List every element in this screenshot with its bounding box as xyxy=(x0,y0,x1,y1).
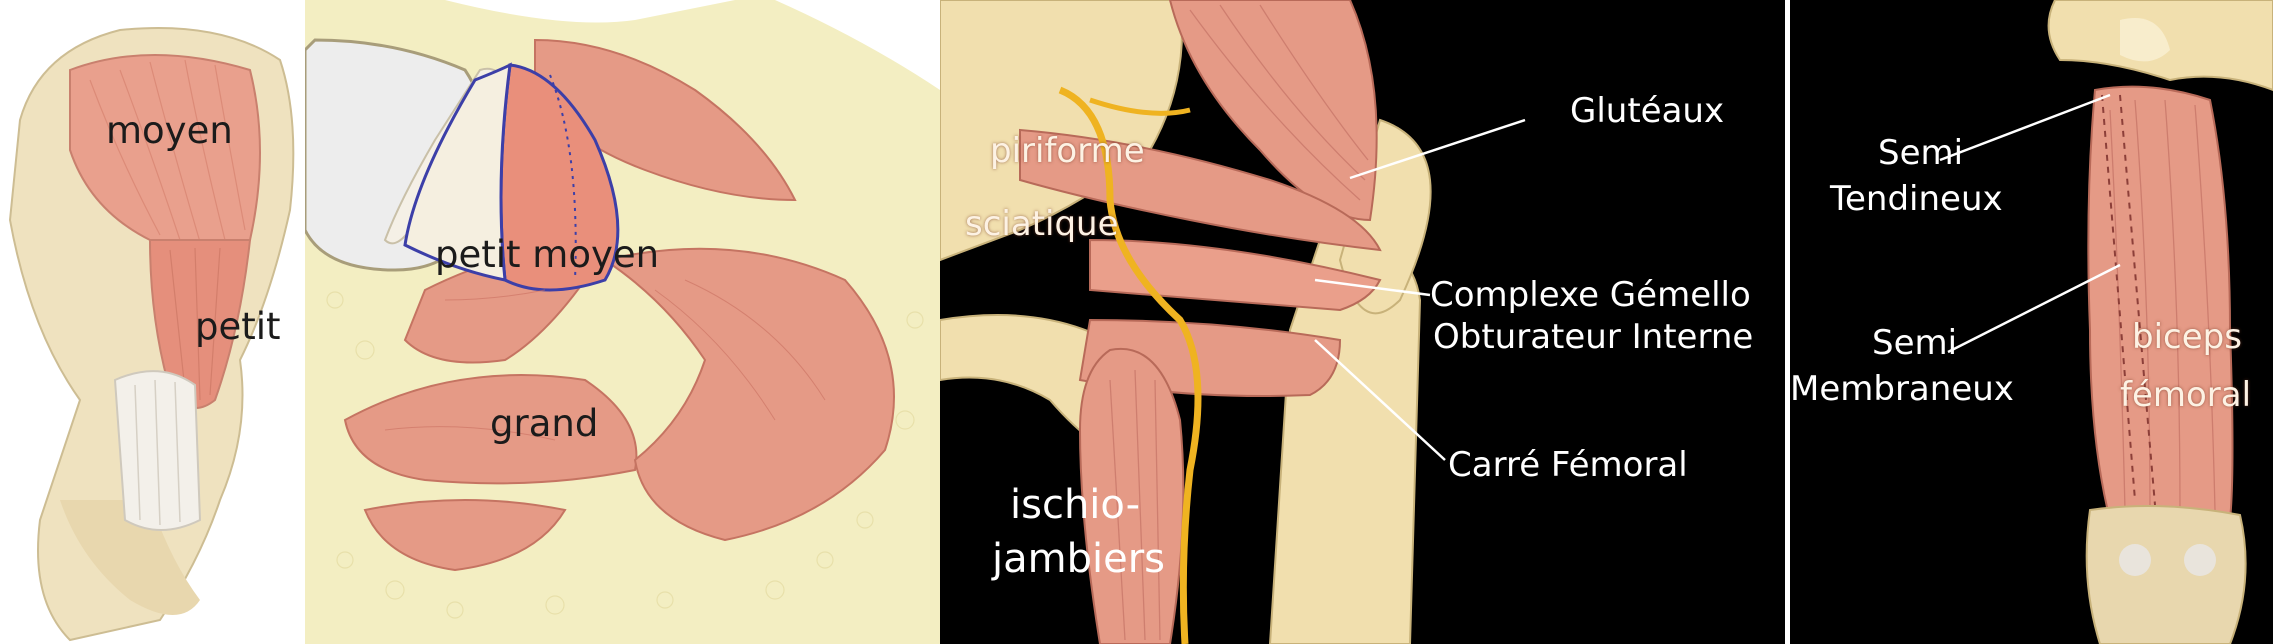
hamstring-group xyxy=(2087,85,2234,521)
label-semi-membraneux-2: Membraneux xyxy=(1790,369,2014,409)
femur-bone xyxy=(60,500,200,615)
knee-bone xyxy=(2085,505,2247,644)
label-sciatique: sciatique xyxy=(965,204,1119,244)
illustration-cross-section xyxy=(305,0,940,644)
gluteus-medius-muscle xyxy=(69,54,261,246)
label-obturateur-interne: Obturateur Interne xyxy=(1433,317,1754,357)
label-gluteaux: Glutéaux xyxy=(1570,91,1725,131)
illustration-posterior-hip xyxy=(940,0,1526,644)
label-petit-moyen: petit moyen xyxy=(435,233,660,276)
label-grand: grand xyxy=(490,402,599,445)
label-femoral: fémoral xyxy=(2120,375,2252,415)
leader-lines-thigh xyxy=(1939,93,2121,354)
gemellus-muscle xyxy=(1089,238,1382,312)
label-petit: petit xyxy=(195,305,281,348)
label-semi-tendineux-1: Semi xyxy=(1878,133,1964,173)
deep-muscle xyxy=(363,499,567,572)
panel-divider xyxy=(1785,0,1790,644)
panel-posterior-hip: piriforme sciatique Glutéaux Complexe Gé… xyxy=(940,0,1785,644)
panel-gluteus-lateral: moyen petit xyxy=(0,0,305,644)
label-semi-tendineux-2: Tendineux xyxy=(1830,179,2003,219)
label-jambiers: jambiers xyxy=(992,536,1165,582)
illustration-posterior-thigh xyxy=(1939,0,2273,644)
illustration-gluteus-lateral xyxy=(8,27,295,642)
label-carre-femoral: Carré Fémoral xyxy=(1448,445,1688,485)
panel-posterior-thigh: Semi Tendineux Semi Membraneux biceps fé… xyxy=(1790,0,2273,644)
label-piriforme: piriforme xyxy=(990,131,1145,171)
panel-cross-section: petit moyen grand xyxy=(305,0,940,644)
label-ischio: ischio- xyxy=(1010,482,1141,528)
label-semi-membraneux-1: Semi xyxy=(1872,323,1958,363)
gluteus-maximus-section xyxy=(602,247,895,542)
label-biceps: biceps xyxy=(2132,317,2242,357)
label-moyen: moyen xyxy=(106,109,233,152)
label-complexe-gemello: Complexe Gémello xyxy=(1430,275,1751,315)
gluteus-minimus-section xyxy=(403,62,512,282)
leader-lines xyxy=(1314,118,1526,461)
sciatic-nerve xyxy=(1058,86,1202,644)
